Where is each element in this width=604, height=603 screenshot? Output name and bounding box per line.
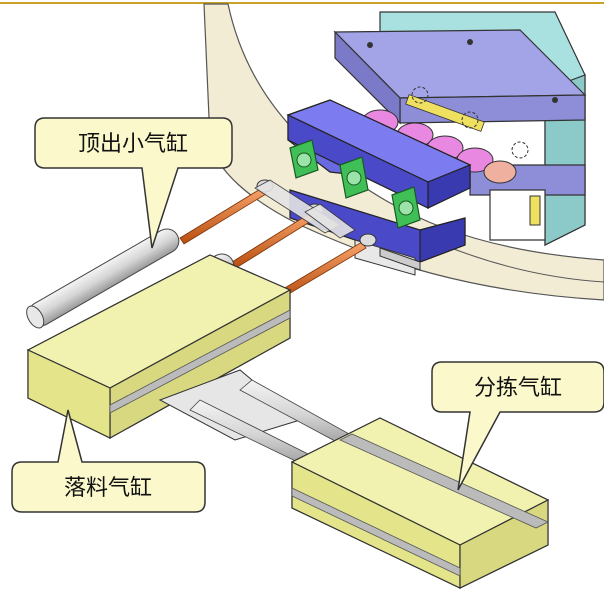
piston-rods [179, 179, 377, 299]
label-sorting-cylinder: 分拣气缸 [474, 376, 562, 401]
callout-ejector-cylinder: 顶出小气缸 [34, 117, 233, 249]
top-plate [333, 29, 587, 125]
label-drop-cylinder: 落料气缸 [64, 476, 152, 501]
callout-sorting-cylinder: 分拣气缸 [431, 361, 604, 491]
callout-drop-cylinder: 落料气缸 [11, 409, 206, 513]
green-clamps [289, 139, 421, 229]
sorting-cylinder-block [290, 417, 550, 589]
label-ejector-cylinder: 顶出小气缸 [78, 132, 188, 157]
drop-cylinder-block [26, 254, 292, 440]
mold-block [286, 99, 472, 263]
support-block [354, 239, 421, 276]
